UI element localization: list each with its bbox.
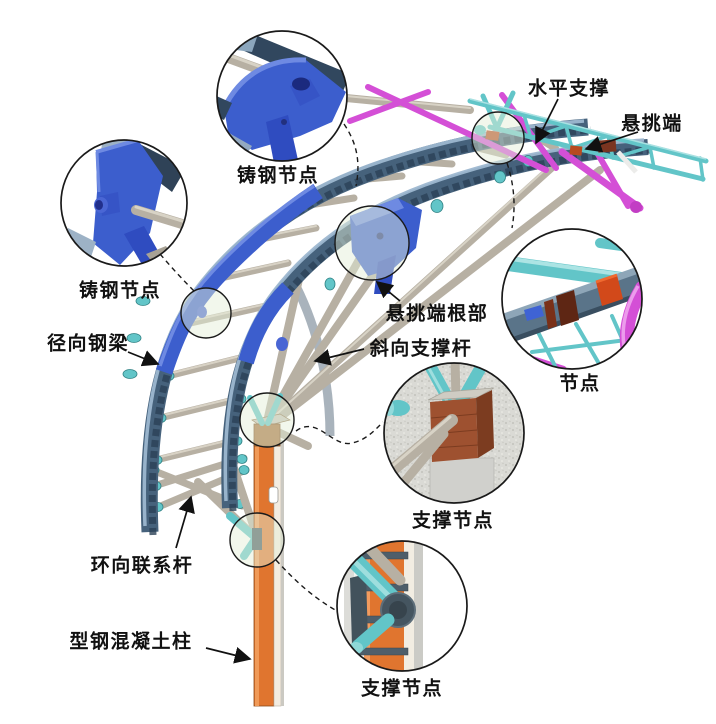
highlight-circles [180, 111, 525, 568]
highlight-cast-node [180, 287, 232, 339]
arrow-cantilever-end-root [375, 280, 401, 302]
label-node: 节点 [559, 373, 601, 395]
highlight-horizontal-support [471, 111, 525, 165]
arrow-horizontal-support [535, 98, 559, 145]
label-cast-steel-node-left: 铸钢节点 [78, 280, 162, 302]
highlight-cantilever-root [334, 205, 410, 281]
label-support-node-lower: 支撑节点 [360, 678, 444, 700]
arrow-radial-steel-beam [127, 350, 160, 367]
label-cantilever-end-root: 悬挑端根部 [385, 303, 489, 325]
leader-support-node-upper [295, 421, 384, 445]
leader-support-node-lower [275, 559, 338, 612]
arrow-cantilever-end [584, 131, 639, 153]
src-column [226, 393, 291, 707]
callout-circle-support-node-lower [336, 540, 468, 672]
arrow-diagonal-support-rod [313, 348, 365, 366]
label-support-node-upper: 支撑节点 [411, 510, 495, 532]
highlight-support-node-lower [229, 512, 285, 568]
label-cantilever-end: 悬挑端 [621, 113, 683, 135]
label-cast-steel-node-top: 铸钢节点 [236, 165, 320, 187]
leader-cast-node-left [159, 253, 195, 292]
arrow-ring-tie-rod [175, 495, 195, 549]
label-src-column: 型钢混凝土柱 [69, 631, 193, 653]
callout-circle-cast-node-top [216, 30, 348, 162]
highlight-support-node-upper [239, 392, 295, 448]
label-diagonal-support-rod: 斜向支撑杆 [369, 338, 473, 360]
label-radial-steel-beam: 径向钢梁 [46, 333, 130, 355]
label-horizontal-support: 水平支撑 [527, 78, 611, 100]
leader-lines [159, 123, 515, 612]
callout-circle-support-node-upper [383, 362, 525, 504]
leader-cast-node-top [343, 123, 359, 187]
annotation-arrows [127, 98, 639, 664]
arrow-src-column [205, 647, 252, 664]
cantilever-root-gusset [350, 198, 422, 294]
callout-circle-cast-node-left [60, 139, 188, 267]
callout-circle-beam-node [501, 228, 643, 370]
label-ring-tie-rod: 环向联系杆 [90, 555, 194, 577]
